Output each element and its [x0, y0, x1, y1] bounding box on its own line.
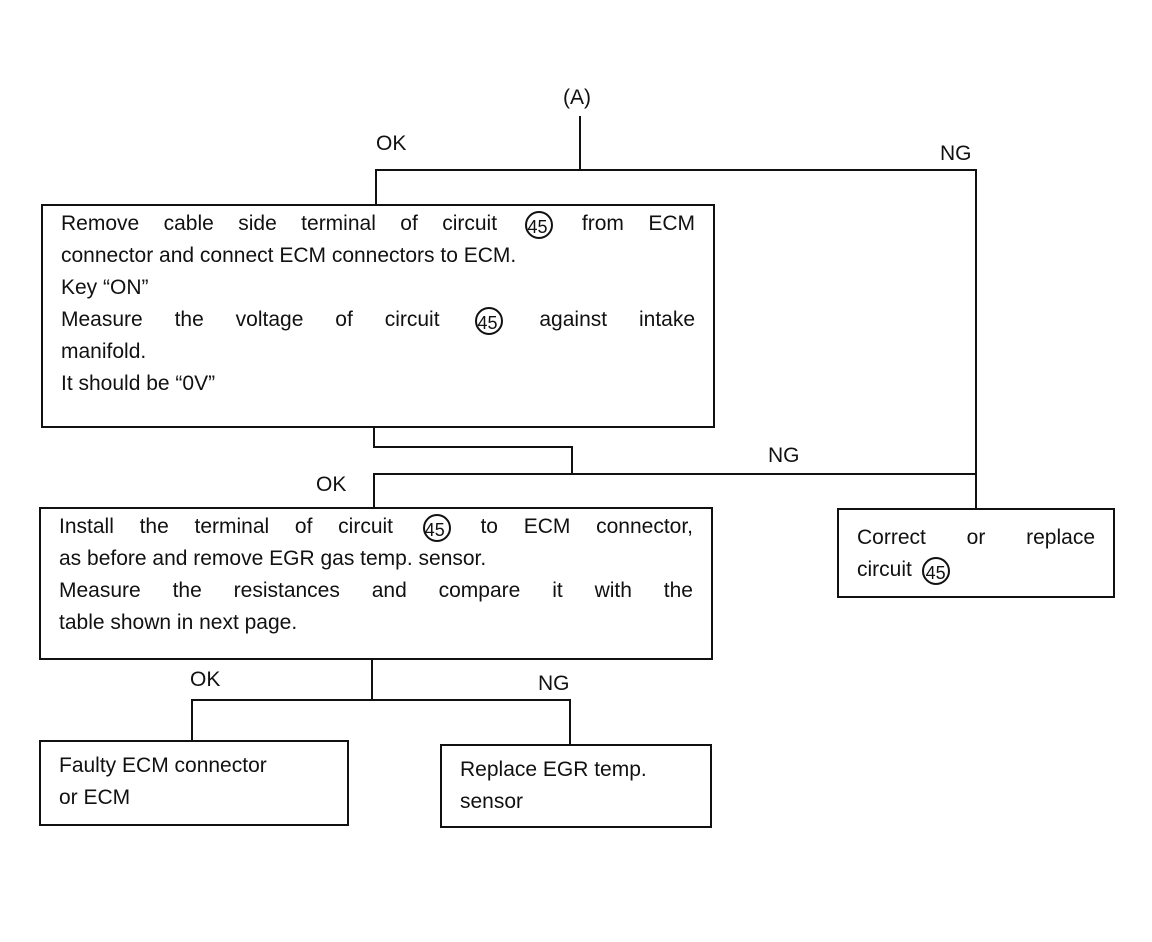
box1-line2: connector and connect ECM connectors to … [61, 244, 517, 267]
result-box-faulty-ecm: Faulty ECM connector or ECM [39, 740, 349, 826]
replace-line2: sensor [460, 790, 524, 813]
faulty-line2: or ECM [59, 786, 131, 809]
result-box-correct-circuit: Correct or replace circuit 45 [837, 508, 1115, 598]
box1-line6: It should be “0V” [61, 372, 216, 395]
circuit-45-badge: 45 [422, 514, 451, 542]
branch3-ng-label: NG [538, 672, 570, 695]
step-box-measure-resistance: Install the terminal of circuit 45 to EC… [39, 507, 713, 660]
circuit-45-badge: 45 [525, 211, 554, 239]
circuit-45-badge: 45 [921, 557, 950, 585]
box1-line3: Key “ON” [61, 276, 149, 299]
result-box-replace-sensor: Replace EGR temp. sensor [440, 744, 712, 828]
connector-box1-out [373, 428, 573, 474]
circuit-45-badge: 45 [475, 307, 504, 335]
box2-line2: as before and remove EGR gas temp. senso… [59, 547, 487, 570]
branch2-ok-label: OK [316, 473, 347, 496]
box1-line5: manifold. [61, 340, 147, 363]
correct-line2: circuit 45 [857, 554, 1095, 586]
correct-line1: Correct or replace [857, 526, 1095, 549]
connector-split3 [191, 699, 571, 744]
box2-line3: Measure the resistances and compare it w… [59, 579, 693, 602]
box2-line4: table shown in next page. [59, 611, 298, 634]
step-box-measure-voltage: Remove cable side terminal of circuit 45… [41, 204, 715, 428]
branch1-ok-label: OK [376, 132, 407, 155]
branch3-ok-label: OK [190, 668, 221, 691]
box2-line1: Install the terminal of circuit 45 to EC… [59, 514, 693, 542]
box1-line1: Remove cable side terminal of circuit 45… [61, 211, 695, 239]
faulty-line1: Faulty ECM connector [59, 754, 267, 777]
box1-line4: Measure the voltage of circuit 45 agains… [61, 307, 696, 335]
branch2-ng-label: NG [768, 444, 800, 467]
branch1-ng-label: NG [940, 142, 972, 165]
replace-line1: Replace EGR temp. [460, 758, 647, 781]
start-node-label: (A) [563, 86, 591, 109]
connector-split2 [373, 473, 976, 507]
connector-split1 [375, 169, 977, 508]
